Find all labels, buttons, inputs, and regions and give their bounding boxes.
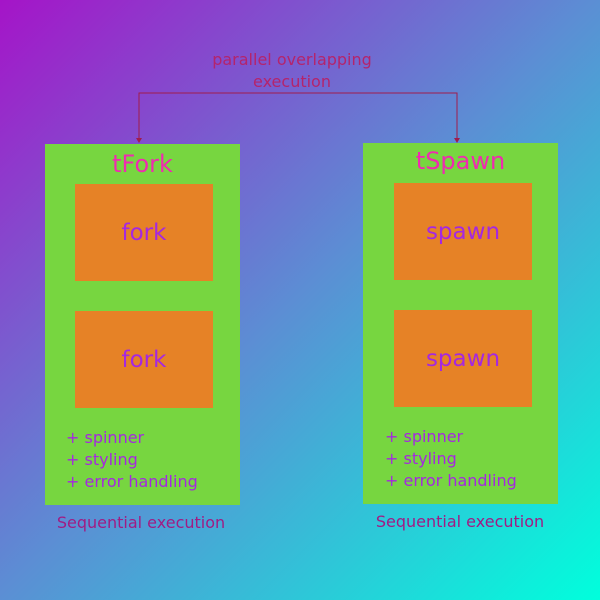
spawn-step-2: spawn [394,310,532,407]
feature-styling: + styling [66,450,138,469]
tspawn-caption: Sequential execution [375,512,545,531]
tfork-panel: tFork fork fork + spinner + styling + er… [45,144,240,505]
tspawn-panel: tSpawn spawn spawn + spinner + styling +… [363,143,558,504]
parallel-execution-label: parallel overlapping execution [212,50,372,91]
feature-spinner: + spinner [385,427,464,446]
fork-step-2: fork [75,311,213,408]
tfork-caption: Sequential execution [56,513,226,532]
feature-error-handling: + error handling [66,472,198,491]
feature-spinner: + spinner [66,428,145,447]
tspawn-title: tSpawn [415,147,506,175]
spawn-step-1: spawn [394,183,532,280]
tfork-feature-list: + spinner + styling + error handling [66,427,198,493]
tfork-title: tFork [112,150,173,178]
feature-styling: + styling [385,449,457,468]
feature-error-handling: + error handling [385,471,517,490]
fork-step-1: fork [75,184,213,281]
left-branch-arrowhead [136,138,142,143]
tspawn-feature-list: + spinner + styling + error handling [385,426,517,492]
top-bracket-line [138,92,458,140]
right-branch-arrowhead [454,138,460,143]
